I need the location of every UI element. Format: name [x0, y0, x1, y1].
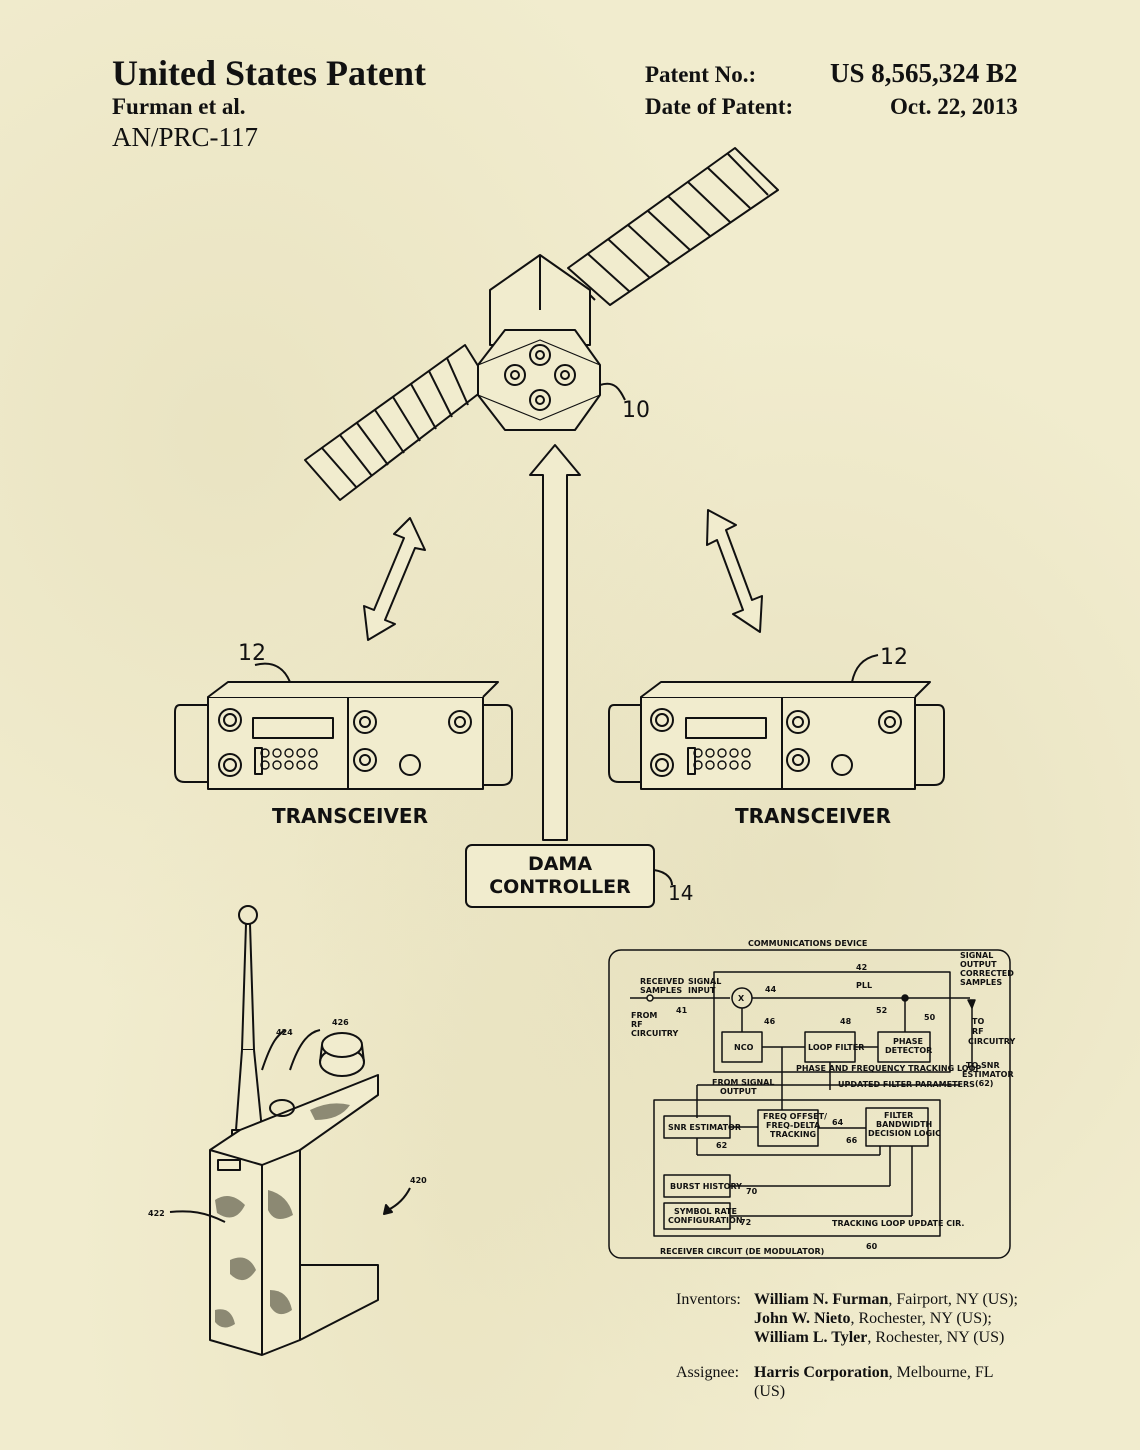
bd-tracking-loop-update: TRACKING LOOP UPDATE CIR. — [832, 1219, 964, 1228]
bd-ref-50: 50 — [924, 1013, 936, 1022]
ref-dama: 14 — [668, 881, 693, 905]
bd-signal-output-2: OUTPUT — [960, 960, 997, 969]
inventor-short: Furman et al. — [112, 94, 246, 119]
bd-loop-filter: LOOP FILTER — [808, 1043, 864, 1052]
bd-filter-logic-1: FILTER — [884, 1111, 913, 1120]
inventor-name: William L. Tyler — [754, 1329, 868, 1346]
bd-ref-41: 41 — [676, 1006, 688, 1015]
ref-424: 424 — [276, 1028, 293, 1037]
bd-burst-history: BURST HISTORY — [670, 1182, 742, 1191]
assignee-row: Assignee: Harris Corporation, Melbourne,… — [676, 1363, 1044, 1401]
bd-symbol-rate-2: CONFIGURATION — [668, 1216, 743, 1225]
patent-no-value: US 8,565,324 B2 — [830, 58, 1018, 88]
bd-multiplier: X — [738, 994, 745, 1003]
bd-from-rf-1: FROM — [631, 1011, 657, 1020]
right-bidirectional-arrow — [706, 509, 763, 633]
bd-ref-66: 66 — [846, 1136, 858, 1145]
bd-ref-70: 70 — [746, 1187, 758, 1196]
inventors-row: Inventors: William N. Furman, Fairport, … — [676, 1290, 1044, 1347]
bd-symbol-rate-1: SYMBOL RATE — [674, 1207, 737, 1216]
bd-filter-logic-2: BANDWIDTH — [876, 1120, 932, 1129]
bd-ref-44: 44 — [765, 985, 777, 994]
bd-from-rf-3: CIRCUITRY — [631, 1029, 679, 1038]
bd-ref-52: 52 — [876, 1006, 887, 1015]
model-name: AN/PRC-117 — [112, 122, 259, 152]
inventor-location: , Rochester, NY (US); — [850, 1310, 992, 1327]
inventor-name: William N. Furman — [754, 1291, 889, 1308]
bd-receiver-circuit: RECEIVER CIRCUIT (DE MODULATOR) — [660, 1247, 824, 1256]
bd-title: COMMUNICATIONS DEVICE — [748, 939, 867, 948]
uplink-arrow — [529, 444, 581, 841]
transceiver-left-illustration — [174, 662, 513, 790]
inventor-location: , Fairport, NY (US); — [888, 1291, 1018, 1308]
dama-controller-box — [465, 844, 655, 908]
assignee-label: Assignee: — [676, 1364, 740, 1381]
ref-transceiver-left: 12 — [238, 641, 266, 666]
dama-label-line1: DAMA — [528, 853, 592, 875]
transceiver-right-illustration — [608, 654, 945, 790]
bd-snr-estimator: SNR ESTIMATOR — [668, 1123, 741, 1132]
bd-ref-42: 42 — [856, 963, 867, 972]
inventors-label: Inventors: — [676, 1291, 741, 1308]
bd-ref-46: 46 — [764, 1017, 776, 1026]
ref-420: 420 — [410, 1176, 427, 1185]
satellite-illustration — [304, 147, 779, 501]
bd-pll: PLL — [856, 981, 872, 990]
ref-transceiver-right: 12 — [880, 645, 908, 670]
bd-signal-input-2: INPUT — [688, 986, 716, 995]
bd-phase-detector-2: DETECTOR — [885, 1046, 932, 1055]
transceiver-label-left: TRANSCEIVER — [272, 804, 428, 828]
bd-phase-loop-label: PHASE AND FREQUENCY TRACKING LOOP — [796, 1064, 981, 1073]
bd-updated-filter: UPDATED FILTER PARAMETERS — [838, 1080, 975, 1089]
patent-no-label: Patent No.: — [645, 62, 757, 87]
bd-phase-detector-1: PHASE — [893, 1037, 923, 1046]
bd-ref-64: 64 — [832, 1118, 844, 1127]
bd-nco: NCO — [734, 1043, 754, 1052]
inventors-list: William N. Furman, Fairport, NY (US); Jo… — [754, 1290, 1044, 1347]
bd-received-samples-2: SAMPLES — [640, 986, 682, 995]
block-diagram — [608, 949, 1011, 1259]
bd-freq-offset-2: FREQ-DELTA — [766, 1121, 821, 1130]
bd-from-signal-output-2: OUTPUT — [720, 1087, 757, 1096]
assignee-location: , Melbourne, FL (US) — [754, 1364, 993, 1400]
dama-label-line2: CONTROLLER — [489, 876, 631, 898]
patent-title: United States Patent — [112, 53, 426, 93]
date-value: Oct. 22, 2013 — [890, 94, 1018, 119]
date-label: Date of Patent: — [645, 94, 794, 119]
bd-ref-62: 62 — [716, 1141, 727, 1150]
bd-filter-logic-3: DECISION LOGIC — [868, 1129, 941, 1138]
left-bidirectional-arrow — [363, 517, 426, 641]
handheld-radio-illustration — [169, 905, 411, 1356]
patent-credits: Inventors: William N. Furman, Fairport, … — [676, 1290, 1044, 1401]
bd-to-snr-1: TO SNR — [966, 1061, 1000, 1070]
bd-freq-offset-3: TRACKING — [770, 1130, 816, 1139]
bd-received-samples-1: RECEIVED — [640, 977, 685, 986]
bd-signal-output-4: SAMPLES — [960, 978, 1002, 987]
bd-ref-72: 72 — [740, 1218, 751, 1227]
bd-signal-output-3: CORRECTED — [960, 969, 1014, 978]
transceiver-label-right: TRANSCEIVER — [735, 804, 891, 828]
bd-from-rf-2: RF — [631, 1020, 643, 1029]
assignee-name: Harris Corporation — [754, 1364, 889, 1381]
ref-satellite: 10 — [622, 398, 650, 423]
bd-ref-60: 60 — [866, 1242, 878, 1251]
bd-to-snr-2: ESTIMATOR — [962, 1070, 1014, 1079]
inventor-location: , Rochester, NY (US) — [867, 1329, 1005, 1346]
bd-from-signal-output-1: FROM SIGNAL — [712, 1078, 774, 1087]
bd-ref-48: 48 — [840, 1017, 852, 1026]
ref-426: 426 — [332, 1018, 349, 1027]
bd-to-rf-2: RF — [972, 1027, 984, 1036]
assignee-value: Harris Corporation, Melbourne, FL (US) — [754, 1363, 1014, 1401]
bd-signal-output-1: SIGNAL — [960, 951, 993, 960]
bd-signal-input-1: SIGNAL — [688, 977, 721, 986]
bd-to-rf-1: TO — [972, 1017, 984, 1026]
ref-422: 422 — [148, 1209, 165, 1218]
bd-to-snr-3: (62) — [975, 1079, 993, 1088]
inventor-name: John W. Nieto — [754, 1310, 851, 1327]
bd-freq-offset-1: FREQ OFFSET/ — [763, 1112, 827, 1121]
bd-to-rf-3: CIRCUITRY — [968, 1037, 1016, 1046]
